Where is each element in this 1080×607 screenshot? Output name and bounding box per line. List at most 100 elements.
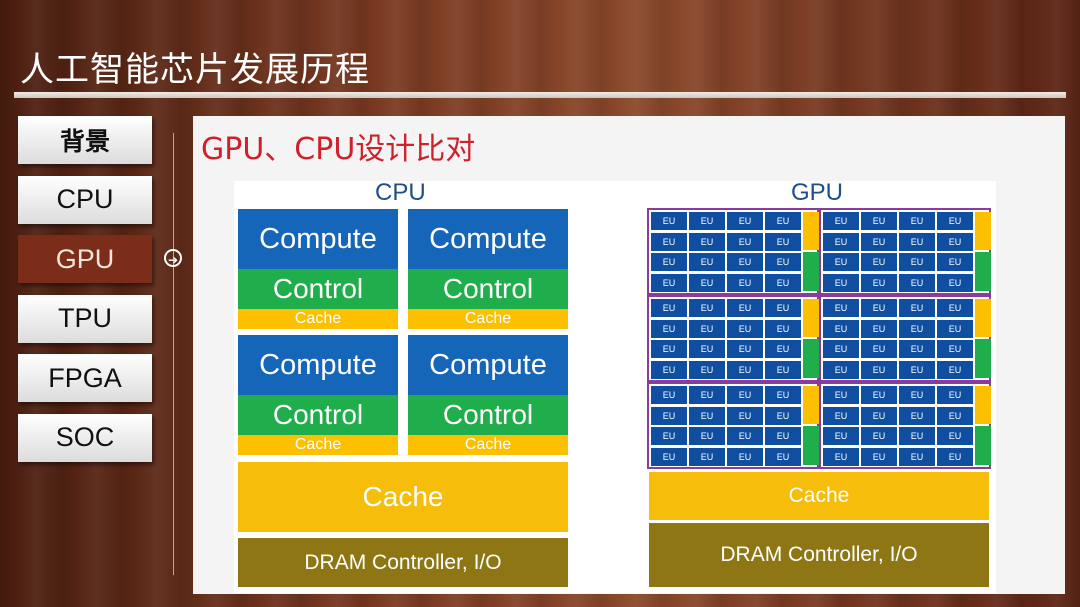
eu-cell: EU xyxy=(765,299,801,317)
eu-cell: EU xyxy=(937,360,973,379)
eu-cell: EU xyxy=(823,406,859,425)
eu-cell: EU xyxy=(937,232,973,251)
cpu-core-2-cache: Cache xyxy=(408,309,568,329)
eu-cell: EU xyxy=(937,299,973,317)
eu-cell: EU xyxy=(727,340,763,358)
nav-item-soc[interactable]: SOC xyxy=(18,413,152,462)
eu-cell: EU xyxy=(937,253,973,271)
control-stripe xyxy=(803,386,819,424)
eu-cell: EU xyxy=(651,360,687,379)
control-stripe xyxy=(975,386,991,424)
eu-cell: EU xyxy=(861,386,897,404)
eu-cell: EU xyxy=(899,360,935,379)
eu-cell: EU xyxy=(651,232,687,251)
eu-cell: EU xyxy=(823,319,859,338)
eu-cell: EU xyxy=(765,319,801,338)
eu-cell: EU xyxy=(727,273,763,292)
eu-cell: EU xyxy=(651,273,687,292)
eu-cell: EU xyxy=(651,299,687,317)
eu-cell: EU xyxy=(651,447,687,466)
gpu-dram-controller: DRAM Controller, I/O xyxy=(649,523,989,587)
eu-cell: EU xyxy=(861,447,897,466)
eu-cell: EU xyxy=(727,386,763,404)
eu-cell: EU xyxy=(765,406,801,425)
eu-cell: EU xyxy=(899,253,935,271)
eu-cell: EU xyxy=(727,360,763,379)
control-stripe xyxy=(975,339,991,378)
eu-cell: EU xyxy=(899,319,935,338)
eu-cell: EU xyxy=(937,447,973,466)
eu-cell: EU xyxy=(899,406,935,425)
control-stripe xyxy=(803,426,819,465)
nav-item-fpga[interactable]: FPGA xyxy=(18,354,152,403)
eu-cell: EU xyxy=(727,232,763,251)
gpu-label: GPU xyxy=(791,179,844,206)
eu-cell: EU xyxy=(861,340,897,358)
eu-cell: EU xyxy=(823,212,859,230)
cpu-core-2-control: Control xyxy=(408,269,568,309)
eu-cell: EU xyxy=(823,360,859,379)
eu-cell: EU xyxy=(727,253,763,271)
cpu-core-3-cache: Cache xyxy=(238,435,398,455)
eu-cell: EU xyxy=(727,427,763,445)
eu-cell: EU xyxy=(651,406,687,425)
eu-cell: EU xyxy=(765,447,801,466)
eu-cell: EU xyxy=(861,253,897,271)
control-stripe xyxy=(975,299,991,337)
eu-cell: EU xyxy=(823,386,859,404)
control-stripe xyxy=(975,212,991,250)
eu-cell: EU xyxy=(899,273,935,292)
eu-cell: EU xyxy=(861,360,897,379)
eu-cell: EU xyxy=(899,427,935,445)
eu-cell: EU xyxy=(689,212,725,230)
eu-cell: EU xyxy=(727,299,763,317)
eu-cell: EU xyxy=(861,273,897,292)
eu-cell: EU xyxy=(823,299,859,317)
cpu-dram-controller: DRAM Controller, I/O xyxy=(238,538,568,587)
eu-cell: EU xyxy=(689,447,725,466)
page-title: 人工智能芯片发展历程 xyxy=(20,50,370,90)
arrow-right-icon: ➔ xyxy=(164,249,182,267)
cpu-core-1-cache: Cache xyxy=(238,309,398,329)
eu-cell: EU xyxy=(689,386,725,404)
eu-cell: EU xyxy=(689,427,725,445)
eu-cell: EU xyxy=(765,232,801,251)
nav-item-background[interactable]: 背景 xyxy=(18,116,152,164)
eu-cell: EU xyxy=(765,386,801,404)
eu-cell: EU xyxy=(689,340,725,358)
eu-cell: EU xyxy=(689,299,725,317)
eu-cell: EU xyxy=(899,447,935,466)
eu-cell: EU xyxy=(899,299,935,317)
eu-cell: EU xyxy=(651,386,687,404)
eu-cell: EU xyxy=(899,340,935,358)
eu-cell: EU xyxy=(689,273,725,292)
eu-cell: EU xyxy=(823,340,859,358)
eu-cell: EU xyxy=(765,253,801,271)
eu-cell: EU xyxy=(651,319,687,338)
nav-item-cpu[interactable]: CPU xyxy=(18,175,152,224)
control-stripe xyxy=(803,212,819,250)
eu-cell: EU xyxy=(651,253,687,271)
nav-item-gpu[interactable]: GPU xyxy=(18,235,152,284)
cpu-core-2-compute: Compute xyxy=(408,209,568,269)
eu-cell: EU xyxy=(651,340,687,358)
nav-item-tpu[interactable]: TPU xyxy=(18,294,152,343)
eu-cell: EU xyxy=(823,232,859,251)
panel-title: GPU、CPU设计比对 xyxy=(201,132,476,167)
eu-cell: EU xyxy=(727,447,763,466)
eu-cell: EU xyxy=(765,360,801,379)
eu-cell: EU xyxy=(823,253,859,271)
control-stripe xyxy=(803,339,819,378)
eu-cell: EU xyxy=(765,212,801,230)
eu-cell: EU xyxy=(937,386,973,404)
cpu-cache: Cache xyxy=(238,462,568,532)
eu-cell: EU xyxy=(861,406,897,425)
eu-cell: EU xyxy=(689,360,725,379)
eu-cell: EU xyxy=(765,273,801,292)
